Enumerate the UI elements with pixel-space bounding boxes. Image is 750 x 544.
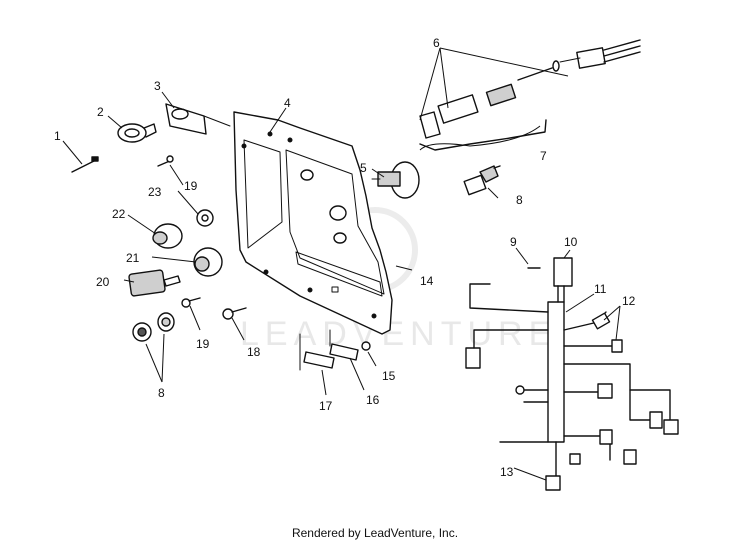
ignition-nut [193,247,223,277]
callout-2: 2 [97,105,104,119]
bracket-brace-7 [419,125,541,151]
callout-19-upper: 19 [184,179,198,193]
indicator-bezel [117,123,157,143]
callout-labels: 1 2 3 4 5 6 7 8 8 9 10 11 12 13 14 15 16… [54,36,636,479]
callout-21: 21 [126,251,140,265]
gauge [371,161,420,199]
wiring-harness [465,257,679,491]
push-switch [132,312,175,342]
callout-12: 12 [622,294,636,308]
callout-6: 6 [433,36,440,50]
callout-11: 11 [594,282,607,296]
callout-7: 7 [540,149,547,163]
callout-10: 10 [564,235,578,249]
callout-18: 18 [247,345,261,359]
watermark-text: LEADVENTURE [240,315,557,353]
callout-1: 1 [54,129,61,143]
mounting-clips [299,329,371,371]
callout-5: 5 [360,161,367,175]
callout-20: 20 [96,275,110,289]
nut [152,223,183,249]
callout-19-lower: 19 [196,337,210,351]
screw-18 [222,307,247,320]
wire-pin [71,156,99,173]
callout-8-upper: 8 [516,193,523,207]
callout-22: 22 [112,207,126,221]
screw-upper [157,155,174,167]
callout-16: 16 [366,393,380,407]
callout-4: 4 [284,96,291,110]
callout-14: 14 [420,274,434,288]
toggle-switch [463,165,501,196]
switch-assembly [419,60,560,151]
callout-8-lower: 8 [158,386,165,400]
callout-15: 15 [382,369,396,383]
bracket [165,103,231,135]
footer-credit: Rendered by LeadVenture, Inc. [291,526,459,540]
callout-13: 13 [500,465,514,479]
leader-lines [62,47,621,481]
callout-23: 23 [148,185,162,199]
callout-3: 3 [154,79,161,93]
wire-connector [559,39,641,69]
screw-lower [181,297,201,308]
lock-washer [196,209,214,227]
ignition-key [128,269,181,297]
dash-panel [233,111,393,335]
callout-17: 17 [319,399,333,413]
callout-9: 9 [510,235,517,249]
